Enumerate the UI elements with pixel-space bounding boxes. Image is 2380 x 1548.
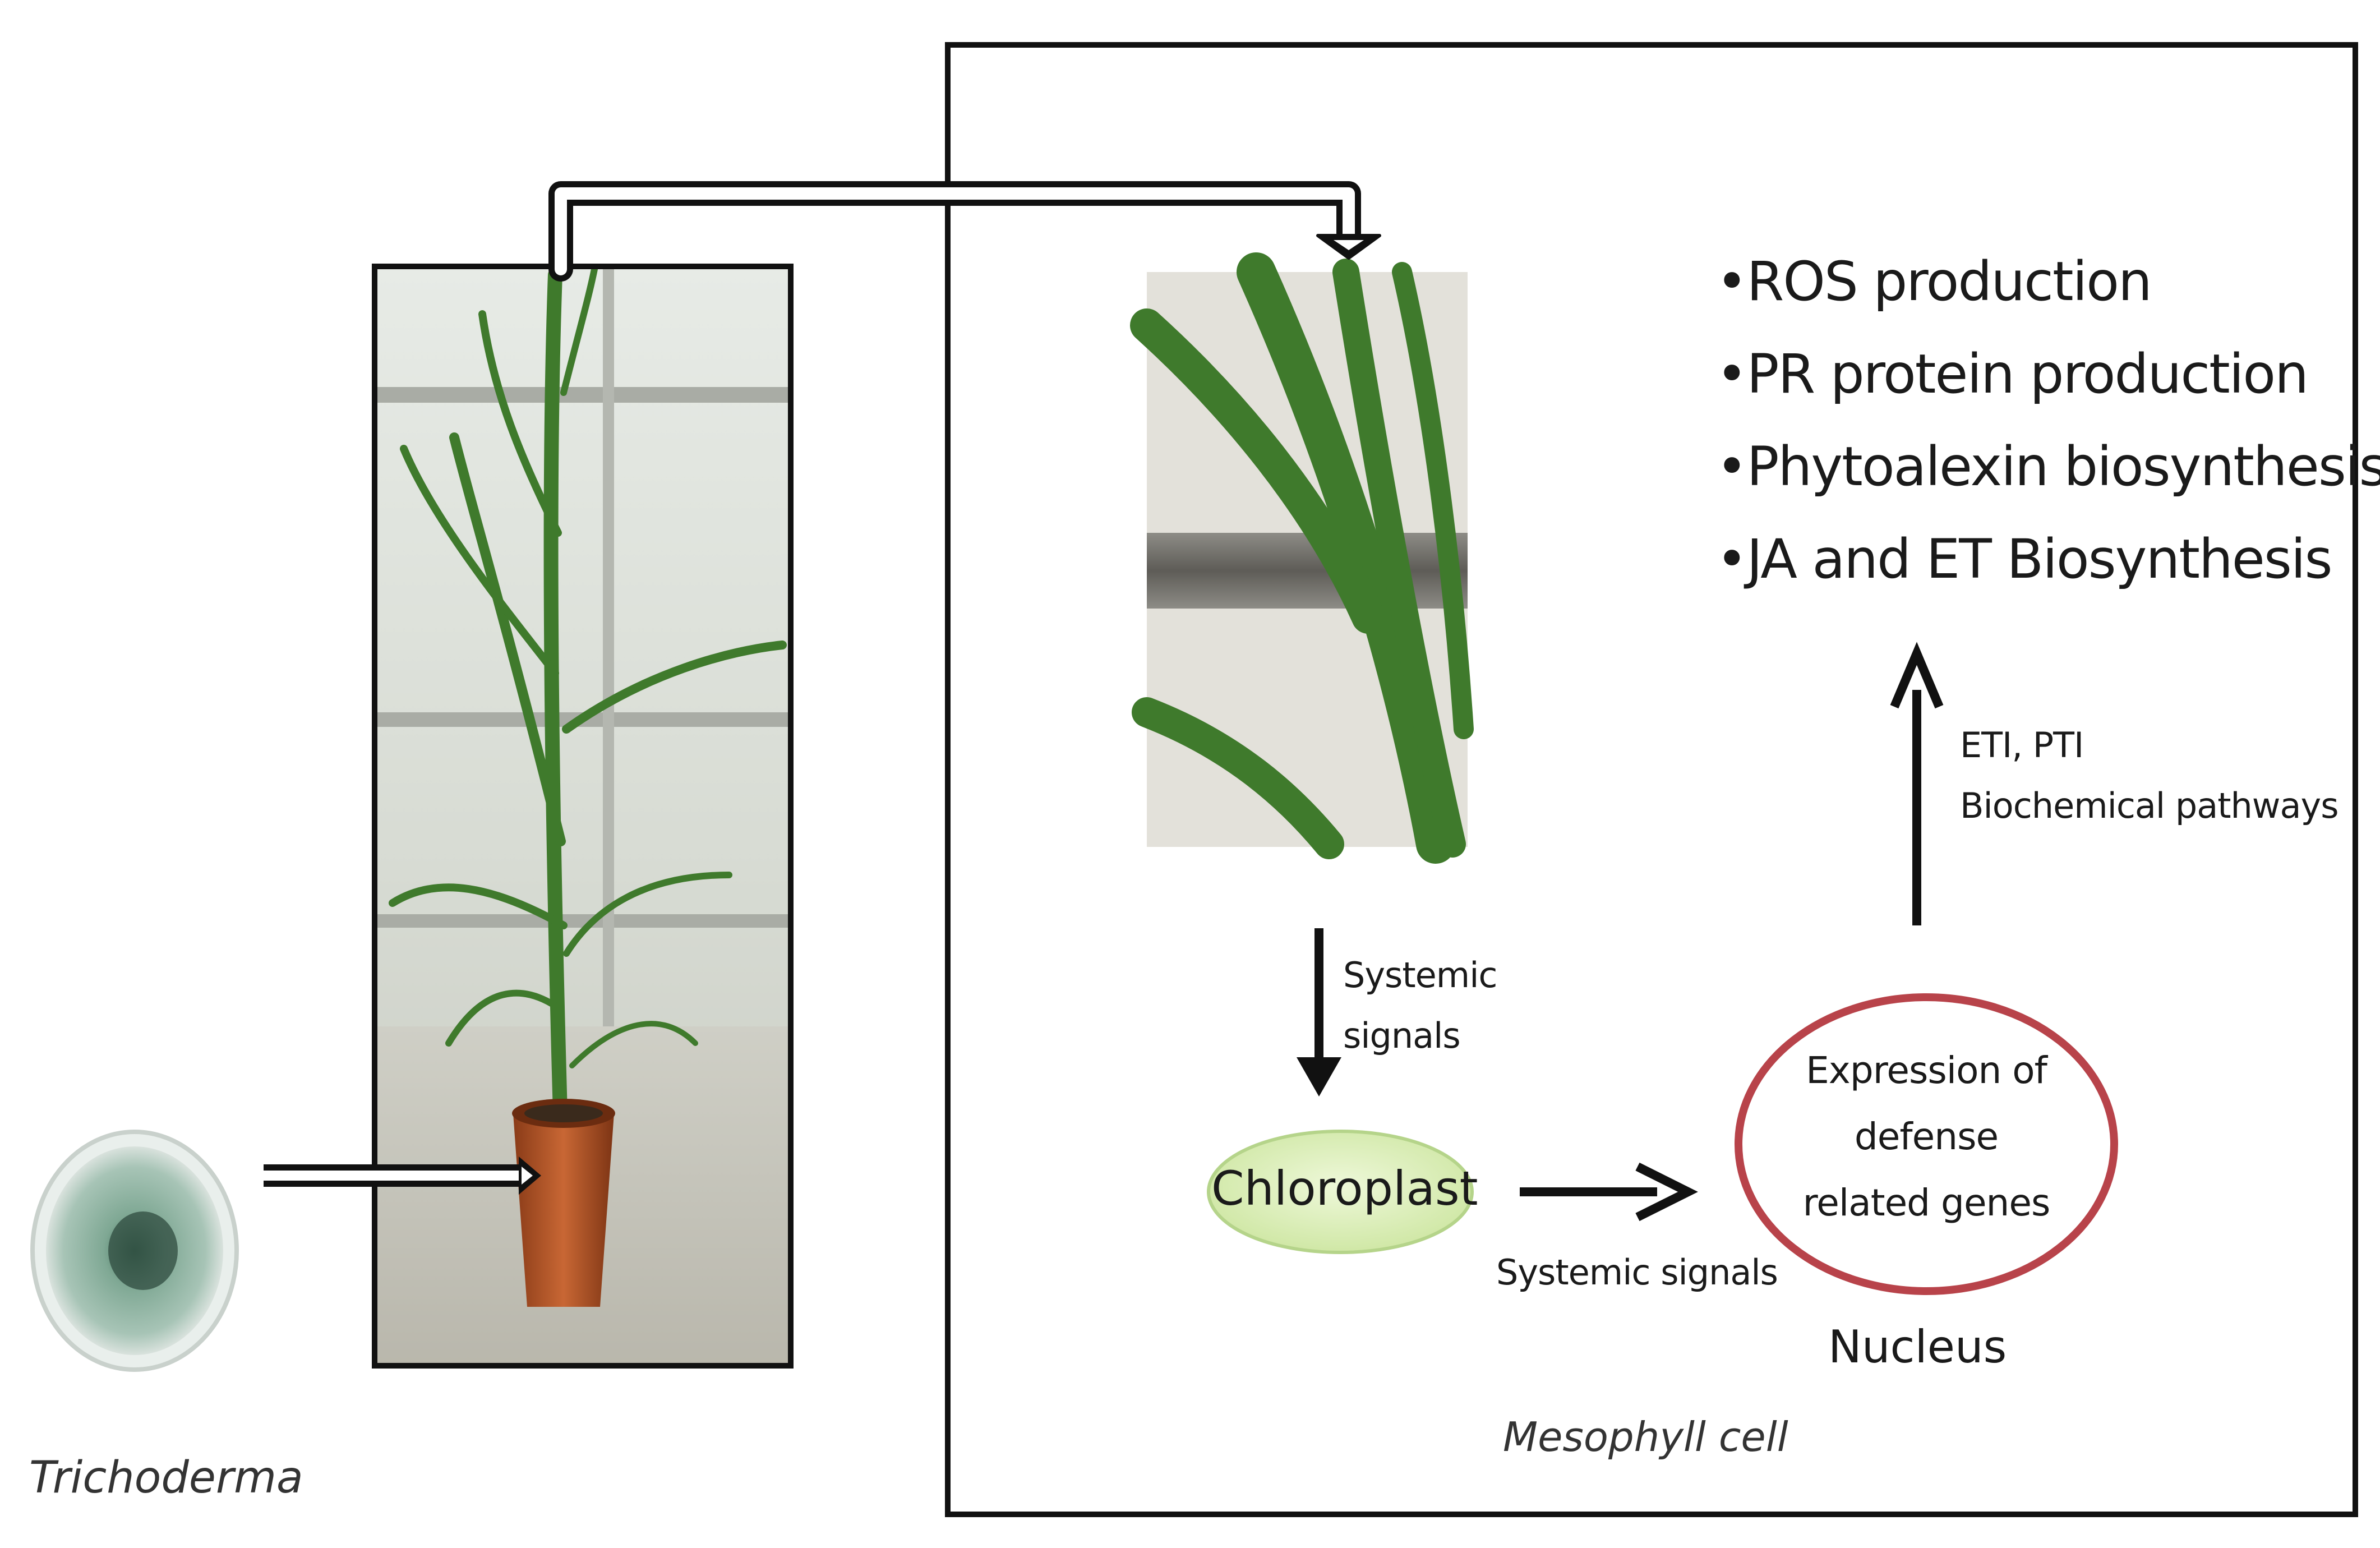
systemic-down-line-1: Systemic (1343, 955, 1498, 996)
outcome-phytoalexin: •Phytoalexin biosynthesis (1716, 435, 2380, 498)
outcome-pr-protein: •PR protein production (1716, 343, 2309, 406)
expression-label: Expression of defense related genes (1758, 1038, 2095, 1236)
hollow-arrow-dish-to-pot (264, 1157, 541, 1195)
expression-line-2: defense (1854, 1115, 1999, 1158)
chloroplast-label: Chloroplast (1211, 1161, 1478, 1216)
arrow-right-systemic (1520, 1162, 1698, 1222)
hollow-arrow-plant-to-leaf (548, 181, 1381, 282)
expression-line-1: Expression of (1806, 1049, 2047, 1092)
systemic-down-line-2: signals (1343, 1015, 1461, 1056)
systemic-signals-down-label: Systemic signals (1343, 945, 1498, 1066)
expression-line-3: related genes (1802, 1181, 2051, 1224)
nucleus-ring (1735, 993, 2118, 1295)
defense-outcomes-list: •ROS production •PR protein production •… (1716, 236, 2380, 606)
chloroplast-shape (1207, 1130, 1474, 1254)
trichoderma-dish (30, 1130, 239, 1372)
plant-photo (372, 264, 794, 1369)
arrow-down-systemic (1297, 928, 1341, 1096)
mesophyll-cell-label: Mesophyll cell (1503, 1413, 1788, 1461)
pathways-line-1: ETI, PTI (1960, 725, 2084, 766)
outcome-ja-et: •JA and ET Biosynthesis (1716, 528, 2333, 591)
trichoderma-label: Trichoderma (29, 1453, 303, 1503)
pathways-label: ETI, PTI Biochemical pathways (1960, 715, 2339, 836)
systemic-signals-right-label: Systemic signals (1496, 1252, 1778, 1293)
mesophyll-cell-box (945, 42, 2358, 1517)
outcome-ros: •ROS production (1716, 250, 2152, 313)
leaf-photo (1130, 252, 1474, 864)
pathways-line-2: Biochemical pathways (1960, 785, 2339, 826)
nucleus-label: Nucleus (1828, 1321, 2007, 1373)
arrow-up-pathways (1890, 642, 1944, 925)
